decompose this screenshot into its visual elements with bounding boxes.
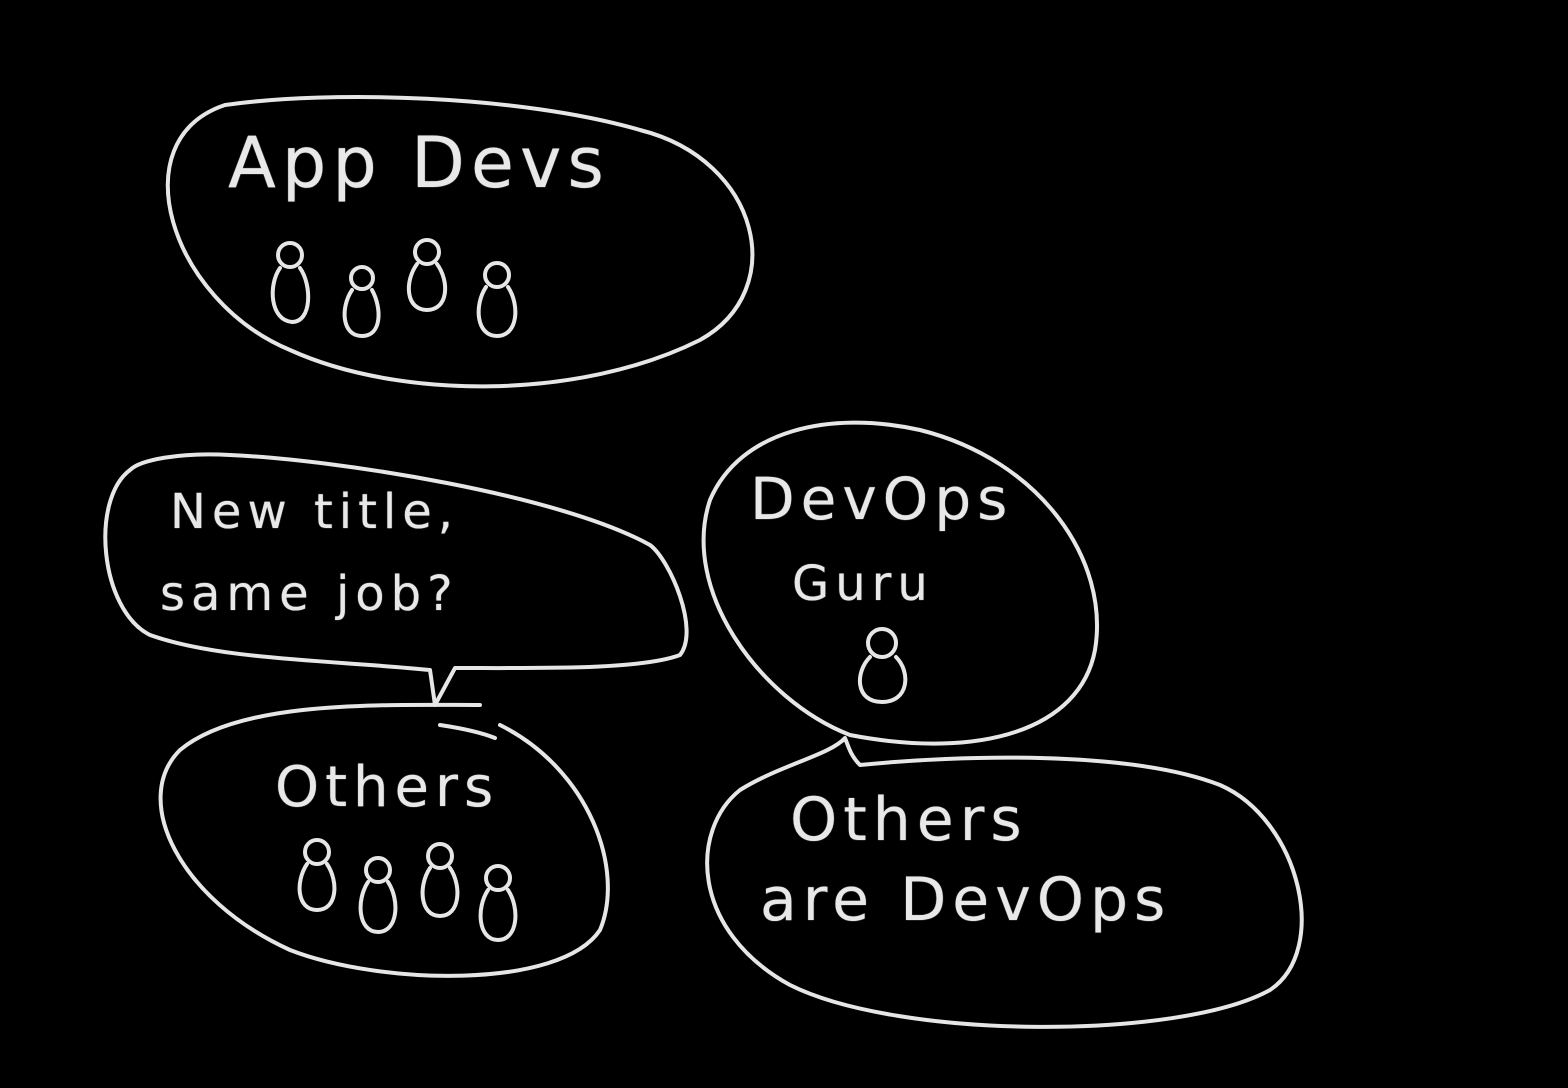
person-icon bbox=[476, 261, 518, 338]
others-bubble-mark bbox=[438, 723, 497, 740]
person-icon bbox=[342, 265, 381, 338]
devops-guru-bubble-outline bbox=[701, 420, 1099, 746]
person-icon bbox=[857, 627, 908, 704]
person-icon bbox=[270, 241, 311, 324]
app-devs-people bbox=[270, 238, 518, 338]
person-icon bbox=[406, 238, 448, 312]
person-icon bbox=[478, 864, 518, 942]
speech-bubble-outline bbox=[103, 452, 689, 707]
devops-guru-person bbox=[857, 627, 908, 704]
devops-guru-line-2: Guru bbox=[792, 556, 934, 612]
person-icon bbox=[358, 856, 398, 934]
others-bubble-outline bbox=[158, 702, 610, 978]
app-devs-label: App Devs bbox=[228, 122, 610, 204]
speech-bubble-line-1: New title, bbox=[170, 484, 460, 540]
others-are-devops-line-1: Others bbox=[790, 785, 1028, 855]
app-devs-bubble-outline bbox=[165, 95, 755, 389]
devops-guru-line-1: DevOps bbox=[750, 465, 1014, 533]
others-are-devops-line-2: are DevOps bbox=[760, 865, 1172, 935]
speech-bubble-line-2: same job? bbox=[160, 566, 459, 622]
others-label: Others bbox=[275, 755, 500, 820]
person-icon bbox=[420, 842, 460, 918]
others-people bbox=[297, 838, 518, 942]
person-icon bbox=[297, 838, 337, 912]
others-are-devops-bubble-outline bbox=[705, 736, 1304, 1029]
